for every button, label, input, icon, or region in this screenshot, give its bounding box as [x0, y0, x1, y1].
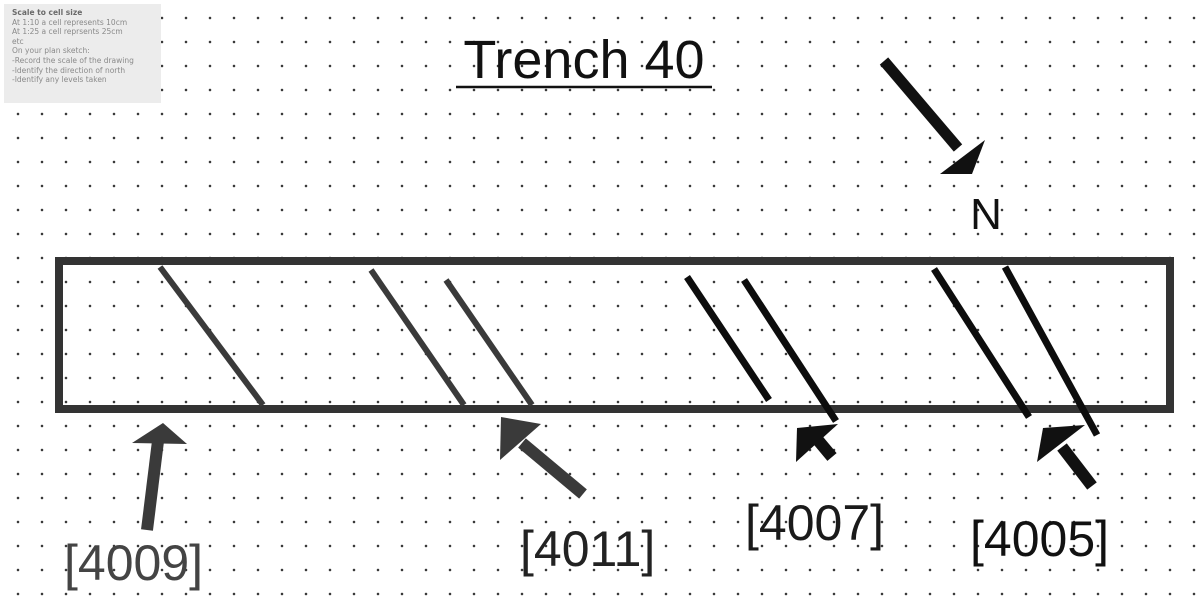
arrow-4005-icon — [1037, 425, 1097, 490]
trench-title: Trench 40 — [463, 30, 704, 90]
cut-line-4007-b — [741, 278, 839, 423]
cut-line-4009 — [157, 265, 266, 407]
scale-note-line: At 1:25 a cell reprsents 25cm — [12, 27, 123, 37]
cut-lines-right — [684, 265, 1101, 437]
scale-note-line: etc — [12, 36, 24, 46]
trench-outline — [55, 257, 1174, 413]
context-label-4007: [4007] — [745, 495, 884, 551]
arrow-4011-icon — [500, 417, 587, 499]
scale-note-title: Scale to cell size — [12, 8, 83, 17]
scale-note-line: -Identify the direction of north — [12, 65, 126, 75]
context-label-4011: [4011] — [520, 521, 655, 577]
scale-note-line: -Identify any levels taken — [12, 75, 107, 85]
cut-line-4005-a — [931, 267, 1032, 419]
north-label: N — [970, 190, 1002, 239]
cut-line-4011-b — [443, 278, 535, 407]
context-label-4005: [4005] — [970, 511, 1109, 567]
scale-note-card: Scale to cell size At 1:10 a cell repres… — [4, 4, 161, 103]
north-arrow-icon — [879, 57, 985, 174]
scale-note-line: On your plan sketch: — [12, 46, 90, 56]
arrow-4007-icon — [796, 424, 838, 462]
cut-lines-left — [157, 265, 535, 407]
arrow-4009-icon — [132, 423, 187, 531]
cut-line-4007-a — [684, 275, 772, 402]
cut-line-4011-a — [368, 268, 467, 407]
scale-note-line: -Record the scale of the drawing — [12, 55, 134, 65]
cut-line-4005-b — [1001, 265, 1101, 437]
context-label-4009: [4009] — [64, 535, 203, 591]
scale-note-line: At 1:10 a cell represents 10cm — [12, 17, 128, 27]
